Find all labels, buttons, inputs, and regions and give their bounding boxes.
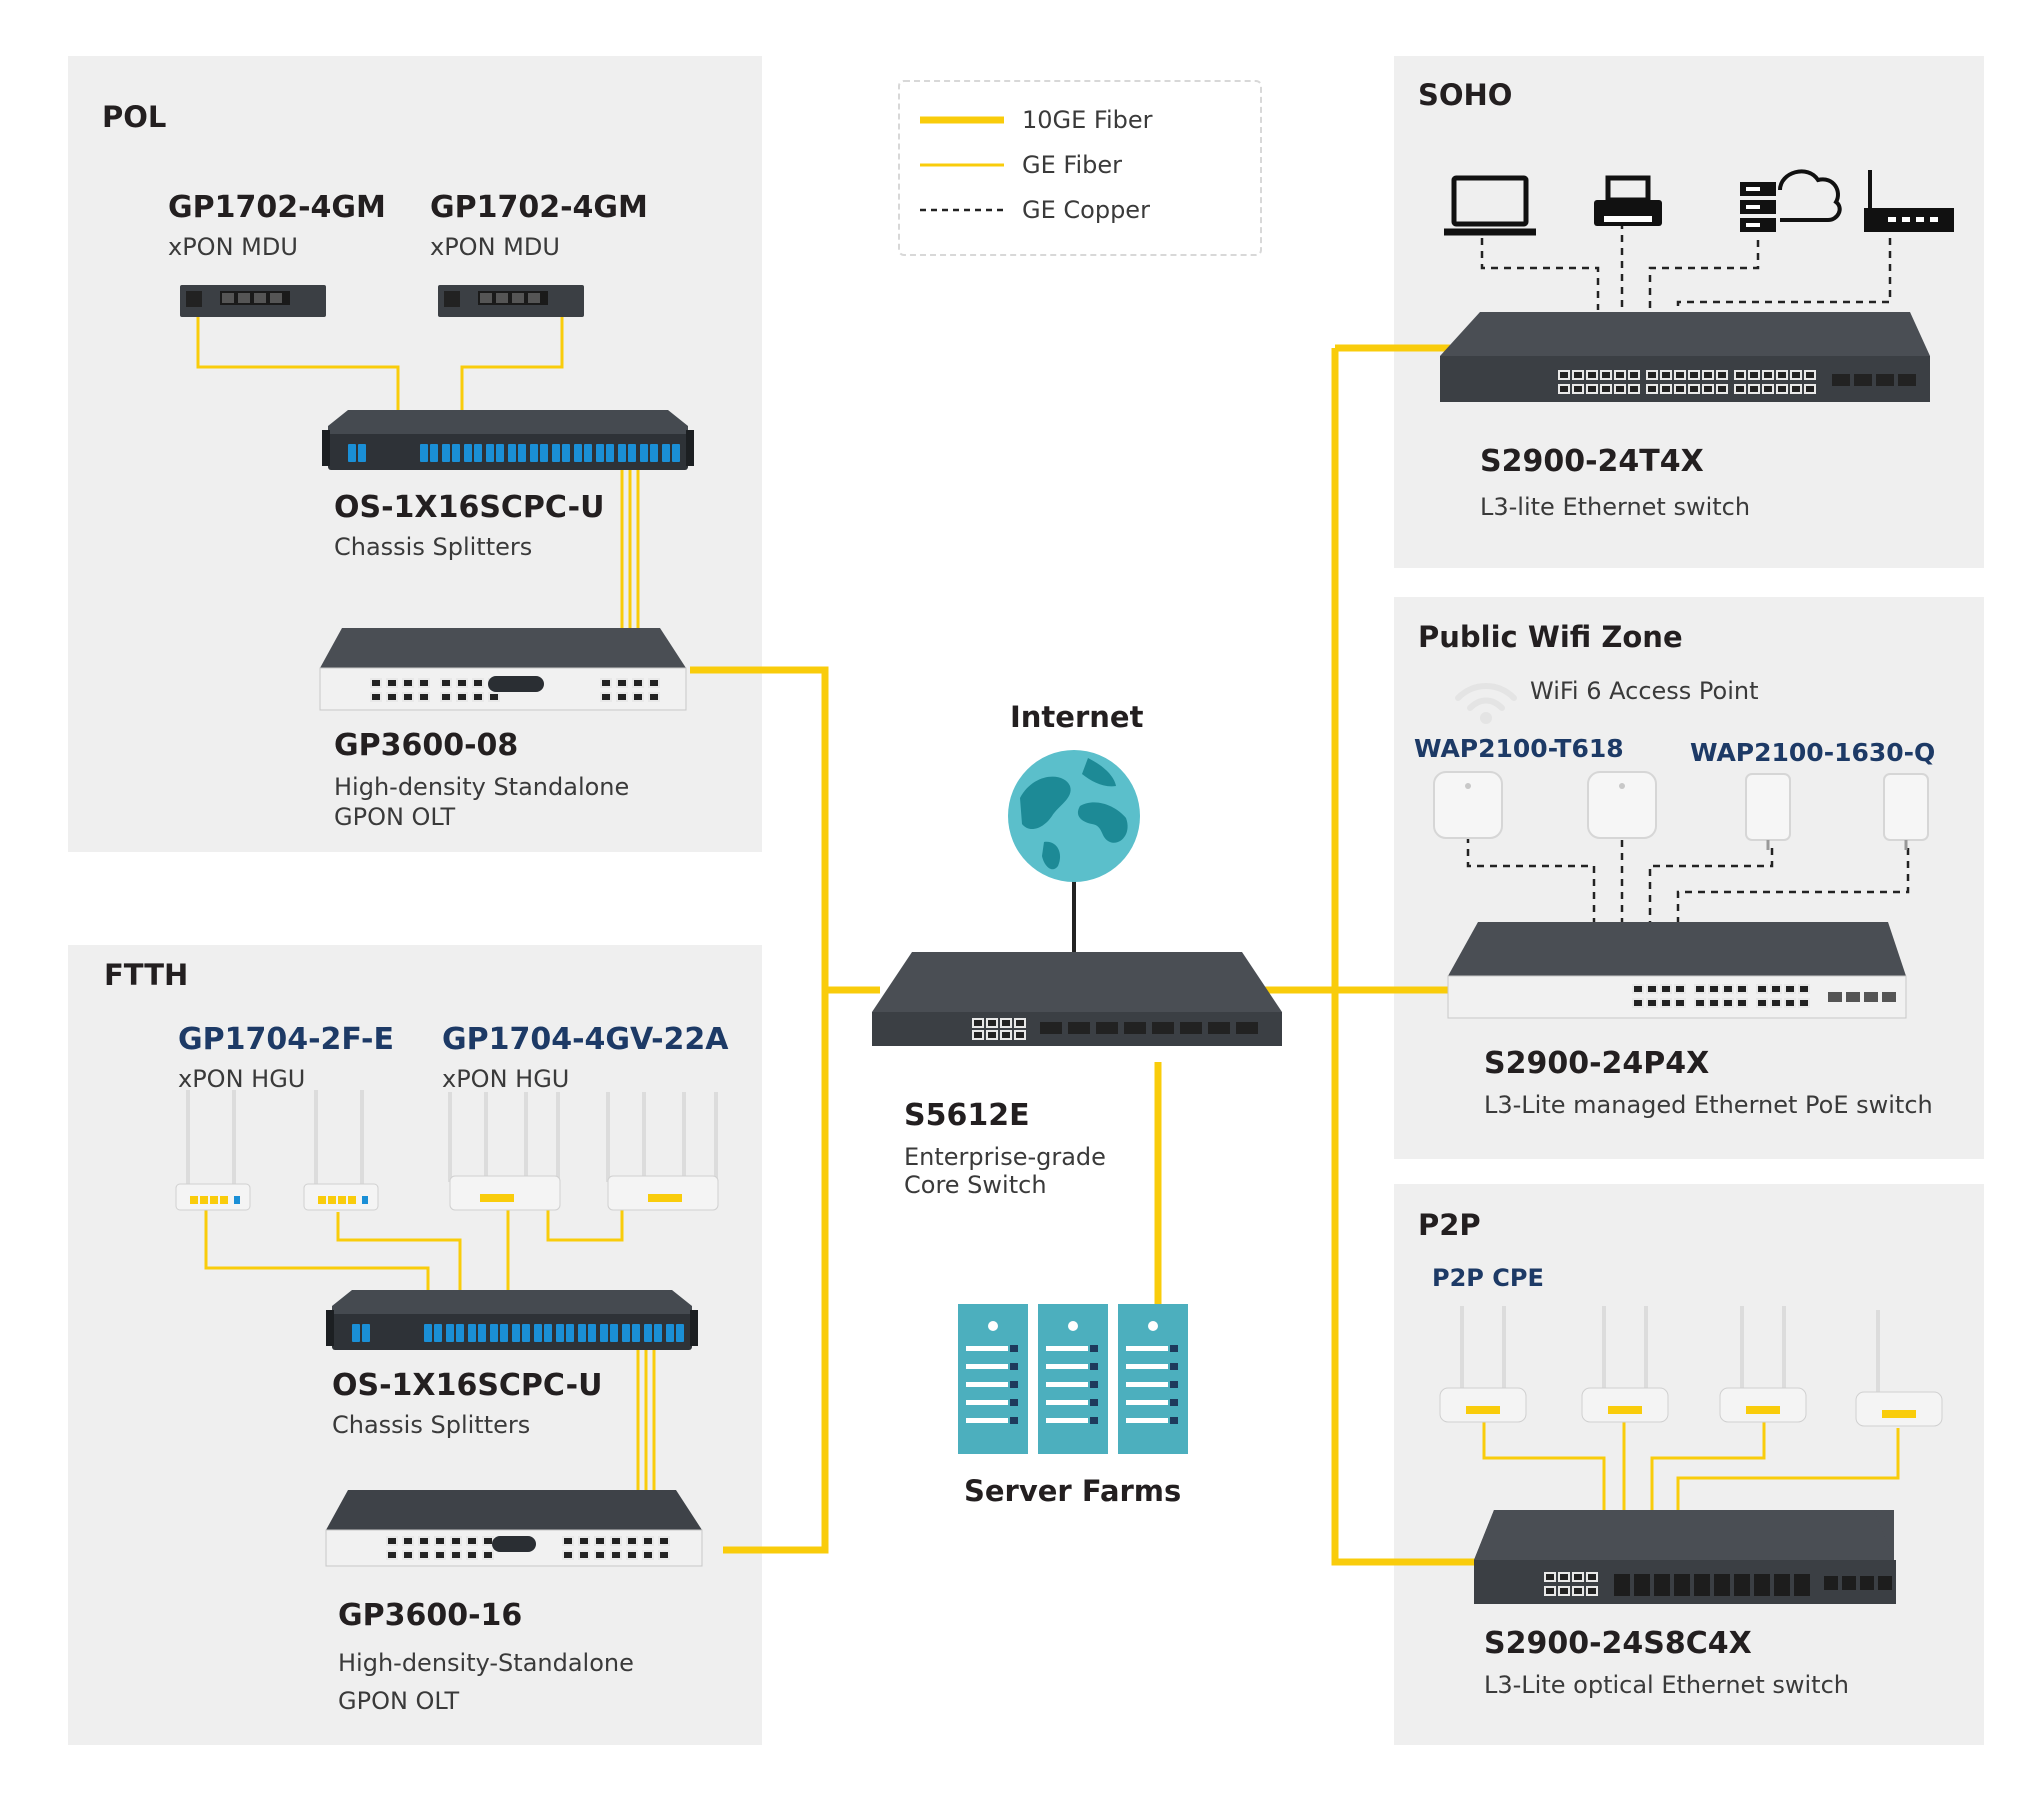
p2p-switch-model: S2900-24S8C4X — [1484, 1626, 1752, 1661]
ap2-model: WAP2100-1630-Q — [1690, 738, 1936, 767]
hgu1-model: GP1704-2F-E — [178, 1022, 394, 1057]
ftth-olt-desc2: GPON OLT — [338, 1687, 460, 1715]
hgu-device-2 — [303, 1090, 379, 1211]
fiber-10ge-links — [690, 344, 1490, 1566]
p2p-switch-device — [1474, 1510, 1896, 1604]
router-icon — [1864, 170, 1954, 232]
legend-label-copper: GE Copper — [1022, 196, 1150, 224]
cpe-device-3 — [1719, 1306, 1807, 1423]
pol-olt-desc2: GPON OLT — [334, 803, 456, 831]
mdu-device-1 — [180, 285, 326, 317]
poe-switch-device — [1447, 922, 1907, 1019]
ftth-splitter-device — [326, 1290, 698, 1350]
access-point-3 — [1745, 773, 1791, 850]
pol-splitter-desc: Chassis Splitters — [334, 533, 533, 561]
hgu-device-4 — [606, 1092, 719, 1211]
cpe-device-4 — [1855, 1310, 1943, 1427]
mdu1-model: GP1702-4GM — [168, 190, 386, 225]
mdu1-desc: xPON MDU — [168, 233, 298, 261]
server-cloud-icon — [1740, 169, 1842, 232]
ap1-model: WAP2100-T618 — [1414, 734, 1624, 763]
server-farm-icon — [958, 1304, 1188, 1454]
hgu1-desc: xPON HGU — [178, 1065, 306, 1093]
wifi-panel — [1394, 597, 1984, 1159]
access-point-1 — [1433, 771, 1503, 839]
access-point-2 — [1587, 771, 1657, 839]
poe-switch-desc: L3-Lite managed Ethernet PoE switch — [1484, 1091, 1933, 1119]
server-farms-label: Server Farms — [964, 1474, 1182, 1508]
legend-label-ge: GE Fiber — [1022, 151, 1122, 179]
ftth-olt-desc1: High-density-Standalone — [338, 1649, 634, 1677]
poe-switch-model: S2900-24P4X — [1484, 1046, 1710, 1081]
soho-title: SOHO — [1418, 78, 1513, 112]
pol-olt-model: GP3600-08 — [334, 728, 519, 763]
internet-label: Internet — [1010, 700, 1144, 734]
ftth-olt-device — [325, 1490, 703, 1567]
soho-switch-desc: L3-lite Ethernet switch — [1480, 493, 1751, 521]
soho-switch-device — [1440, 312, 1930, 402]
wifi-icon — [1455, 683, 1517, 724]
internet-globe-icon — [1008, 750, 1140, 882]
mdu-device-2 — [438, 285, 584, 317]
ftth-splitter-model: OS-1X16SCPC-U — [332, 1368, 603, 1403]
core-switch-desc2: Core Switch — [904, 1171, 1047, 1199]
legend-label-10ge: 10GE Fiber — [1022, 106, 1153, 134]
hgu-device-1 — [175, 1090, 251, 1211]
pol-splitter-model: OS-1X16SCPC-U — [334, 490, 605, 525]
hgu2-desc: xPON HGU — [442, 1065, 570, 1093]
access-point-4 — [1883, 773, 1929, 850]
hgu-device-3 — [448, 1092, 561, 1211]
mdu2-model: GP1702-4GM — [430, 190, 648, 225]
fiber-ge-links — [196, 316, 1900, 1512]
core-switch-model: S5612E — [904, 1098, 1030, 1133]
copper-links — [1466, 222, 1910, 922]
printer-icon — [1594, 175, 1662, 226]
soho-switch-model: S2900-24T4X — [1480, 444, 1704, 479]
pol-title: POL — [102, 100, 167, 134]
laptop-icon — [1444, 175, 1536, 236]
p2p-cpe-label: P2P CPE — [1432, 1264, 1544, 1292]
cpe-device-1 — [1439, 1306, 1527, 1423]
ftth-title: FTTH — [104, 958, 189, 992]
wifi-ap-label: WiFi 6 Access Point — [1530, 677, 1759, 705]
pol-olt-desc1: High-density Standalone — [334, 773, 630, 801]
p2p-panel — [1394, 1184, 1984, 1745]
core-switch-device — [872, 952, 1282, 1046]
pol-splitter-device — [322, 410, 694, 470]
mdu2-desc: xPON MDU — [430, 233, 560, 261]
core-switch-desc1: Enterprise-grade — [904, 1143, 1106, 1171]
legend: 10GE Fiber GE Fiber GE Copper — [898, 80, 1262, 256]
cpe-device-2 — [1581, 1306, 1669, 1423]
wifi-title: Public Wifi Zone — [1418, 620, 1683, 654]
pol-olt-device — [319, 628, 687, 711]
ftth-olt-model: GP3600-16 — [338, 1598, 523, 1633]
hgu2-model: GP1704-4GV-22A — [442, 1022, 729, 1057]
ftth-splitter-desc: Chassis Splitters — [332, 1411, 531, 1439]
p2p-title: P2P — [1418, 1208, 1481, 1242]
p2p-switch-desc: L3-Lite optical Ethernet switch — [1484, 1671, 1849, 1699]
